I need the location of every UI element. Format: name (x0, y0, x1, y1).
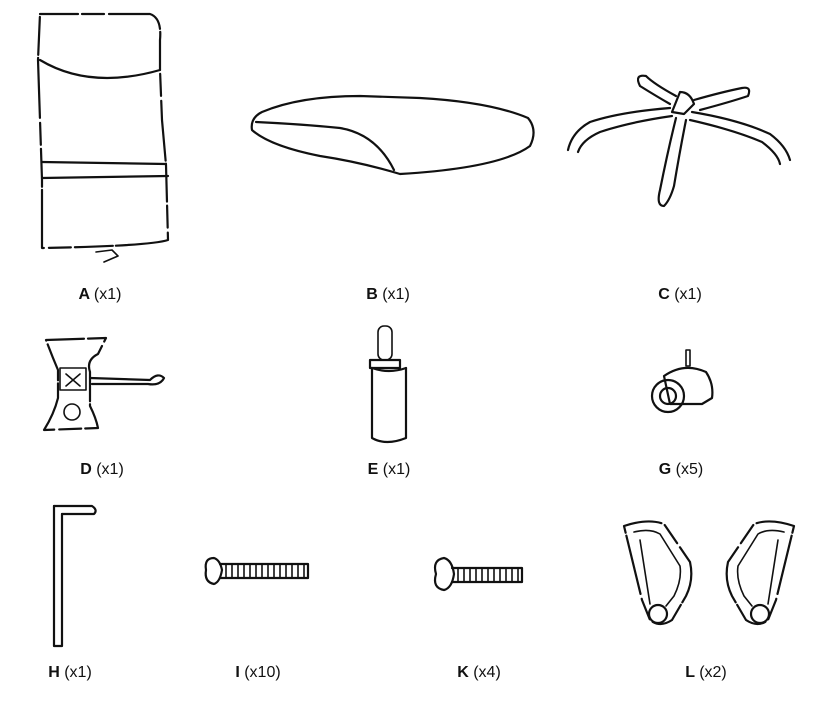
allen-key-icon (52, 504, 97, 648)
part-quantity: (x1) (382, 461, 411, 478)
part-letter: I (235, 664, 245, 681)
part-letter: K (457, 664, 474, 681)
part-letter: A (78, 286, 94, 303)
part-quantity: (x1) (93, 286, 122, 303)
part-label-a: A (x1) (79, 286, 122, 304)
part-letter: G (658, 461, 676, 478)
part-letter: D (80, 461, 97, 478)
part-label-k: K (x4) (457, 664, 501, 682)
part-label-b: B (x1) (366, 286, 410, 304)
part-quantity: (x2) (699, 664, 727, 681)
part-letter: H (48, 664, 65, 681)
part-quantity: (x5) (675, 461, 704, 478)
part-label-c: C (x1) (658, 286, 702, 304)
part-quantity: (x1) (382, 286, 410, 303)
part-letter: C (658, 286, 675, 303)
part-label-i: I (x10) (235, 664, 280, 682)
part-quantity: (x1) (674, 286, 702, 303)
part-quantity: (x10) (244, 664, 281, 681)
short-bolt-icon (433, 556, 524, 592)
part-letter: E (367, 461, 383, 478)
part-label-e: E (x1) (368, 461, 411, 479)
long-bolt-icon (204, 556, 310, 586)
part-letter: B (366, 286, 383, 303)
tilt-mechanism-icon (42, 336, 166, 432)
part-label-g: G (x5) (659, 461, 703, 479)
part-label-l: L (x2) (685, 664, 727, 682)
backrest-icon (36, 12, 170, 263)
part-label-d: D (x1) (80, 461, 124, 479)
five-star-base-icon (566, 74, 792, 208)
caster-wheel-icon (650, 349, 714, 414)
gas-cylinder-icon (368, 325, 408, 444)
part-quantity: (x1) (64, 664, 92, 681)
armrest-pair-icon (622, 520, 796, 626)
seat-cushion-icon (250, 94, 535, 176)
part-letter: L (685, 664, 700, 681)
part-quantity: (x1) (96, 461, 124, 478)
part-quantity: (x4) (473, 664, 501, 681)
part-label-h: H (x1) (48, 664, 92, 682)
